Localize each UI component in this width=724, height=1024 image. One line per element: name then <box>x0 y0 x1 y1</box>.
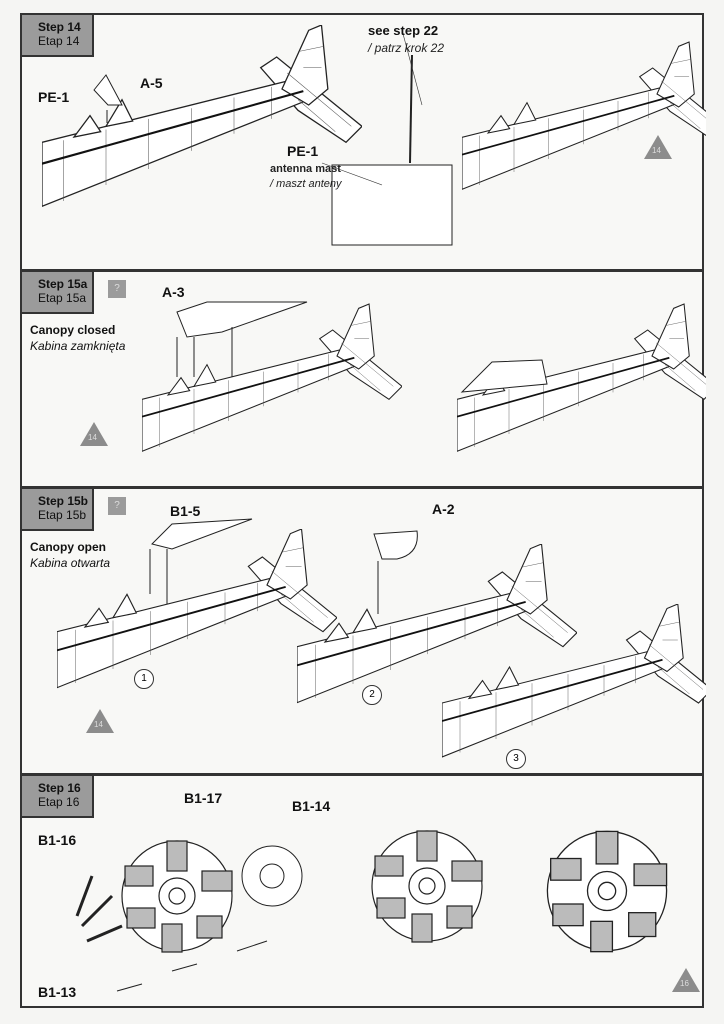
part-label-b113: B1-13 <box>38 984 77 1000</box>
substep-2-marker: 2 <box>362 685 382 705</box>
note-en: Canopy open <box>30 540 107 554</box>
canopy-b15-drawing <box>151 518 253 550</box>
note-en: Canopy closed <box>30 323 116 337</box>
canopy-a3-drawing <box>176 301 308 338</box>
canopy-a2-drawing <box>373 530 418 560</box>
reference-triangle: 14 <box>86 709 114 733</box>
antenna-mast-drawing <box>409 54 413 164</box>
part-label-b117: B1-17 <box>184 790 223 806</box>
step-title: Step 14 <box>38 20 81 34</box>
step-15a-drawing <box>142 301 706 453</box>
help-icon: ? <box>108 280 126 298</box>
part-label-a2: A-2 <box>432 501 455 517</box>
reference-triangle: 14 <box>80 422 108 446</box>
step-title: Step 15b <box>38 494 89 508</box>
antenna-mast-label-pl: / maszt anteny <box>270 178 342 190</box>
step-subtitle: Etap 15a <box>38 291 87 305</box>
step-subtitle: Etap 16 <box>38 795 80 809</box>
step-subtitle: Etap 14 <box>38 34 80 48</box>
step-16-drawing <box>75 830 668 992</box>
note-pl: Kabina otwarta <box>30 556 111 570</box>
exploded-engine-drawing <box>75 840 303 953</box>
part-label-pe1: PE-1 <box>38 89 70 105</box>
part-label-b114: B1-14 <box>292 798 331 814</box>
see-step-22-note-pl: / patrz krok 22 <box>368 41 445 55</box>
step-subtitle: Etap 15b <box>38 508 87 522</box>
step-title: Step 15a <box>38 277 88 291</box>
substep-3-marker: 3 <box>506 749 526 769</box>
see-step-22-note: see step 22 <box>368 23 439 38</box>
part-label-b116: B1-16 <box>38 832 77 848</box>
assembled-engine-rear-drawing <box>546 830 668 953</box>
substep-1-marker: 1 <box>134 669 154 689</box>
part-label-b15: B1-5 <box>170 503 201 519</box>
step-14-drawing <box>42 25 706 246</box>
help-icon: ? <box>108 497 126 515</box>
note-pl: Kabina zamknięta <box>30 339 126 353</box>
cockpit-detail-drawing <box>331 164 453 246</box>
step-15b-drawing <box>57 518 706 758</box>
assembled-engine-front-drawing <box>371 830 483 943</box>
part-label-a5: A-5 <box>140 75 163 91</box>
part-label-a3: A-3 <box>162 284 185 300</box>
step-title: Step 16 <box>38 781 81 795</box>
closed-canopy-drawing <box>460 359 548 393</box>
reference-triangle: 14 <box>644 135 672 159</box>
part-a5-drawing <box>93 74 123 106</box>
fuselage-result-drawing <box>462 41 706 191</box>
antenna-mast-label: antenna mast <box>270 163 341 175</box>
part-label-pe1-mast: PE-1 <box>287 143 319 159</box>
page-number-triangle: 16 <box>672 968 700 992</box>
